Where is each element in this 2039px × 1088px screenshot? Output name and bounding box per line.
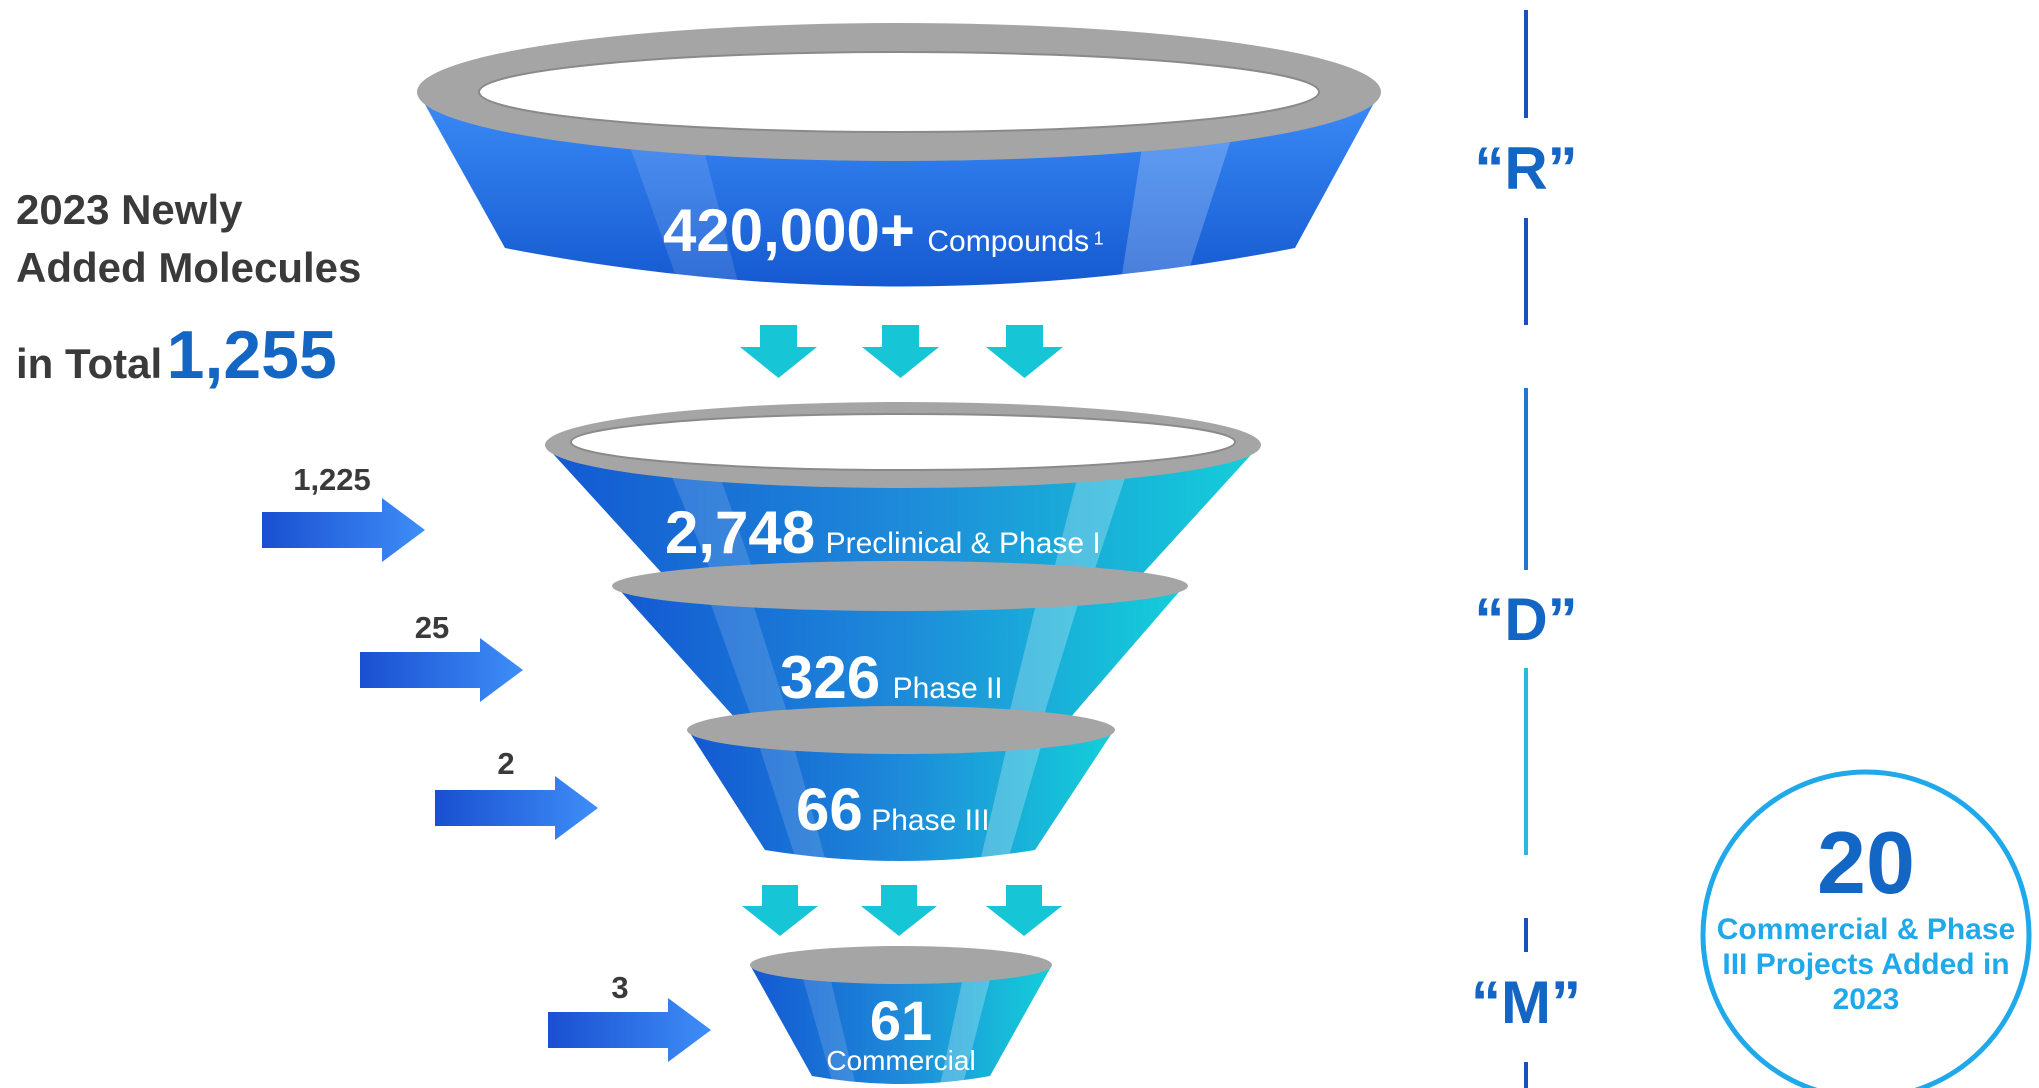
stage-compounds-label: Compounds bbox=[927, 225, 1090, 258]
down-arrow-icon bbox=[740, 325, 817, 378]
stage-preclinical-value: 2,748 bbox=[665, 499, 816, 566]
funnel-stage-commercial bbox=[750, 946, 1052, 1085]
badge-number: 20 bbox=[1817, 813, 1915, 912]
header-total-number: 1,255 bbox=[166, 317, 337, 393]
stage-compounds-text: 420,000+ Compounds 1 bbox=[663, 196, 1104, 265]
stage-compounds-value: 420,000+ bbox=[663, 197, 915, 264]
down-arrows-top bbox=[740, 325, 1063, 378]
inflow-arrow-commercial bbox=[548, 998, 711, 1062]
funnel-stage-phase3 bbox=[687, 706, 1115, 862]
header-line-2: Added Molecules bbox=[16, 244, 362, 291]
stage-commercial-label: Commercial bbox=[826, 1045, 976, 1076]
badge-circle bbox=[1700, 769, 2032, 1088]
header-total-prefix: in Total bbox=[16, 340, 163, 387]
header-total-row: in Total 1,255 bbox=[16, 316, 337, 394]
funnel-stage-preclinical bbox=[545, 402, 1261, 595]
inflow-arrow-preclinical bbox=[262, 498, 425, 562]
segment-d-label: “D” bbox=[1474, 586, 1578, 653]
down-arrow-icon bbox=[862, 325, 939, 378]
stage-commercial-value: 61 bbox=[869, 989, 933, 1052]
header-line-1: 2023 Newly bbox=[16, 186, 243, 233]
stage-phase2-value: 326 bbox=[780, 644, 881, 711]
badge-text: Commercial & Phase III Projects Added in… bbox=[1716, 913, 2016, 1016]
stage-preclinical-label: Preclinical & Phase I bbox=[825, 527, 1101, 560]
stage-phase2-text: 326 Phase II bbox=[780, 643, 1003, 712]
down-arrow-icon bbox=[861, 885, 937, 936]
stage-phase3-text: 66 Phase III bbox=[796, 775, 990, 844]
inflow-phase3-value: 2 bbox=[497, 746, 515, 781]
funnel-stage-compounds bbox=[417, 23, 1381, 290]
inflow-commercial-value: 3 bbox=[611, 970, 629, 1005]
stage-phase3-value: 66 bbox=[796, 776, 863, 843]
stage-preclinical-text: 2,748 Preclinical & Phase I bbox=[665, 498, 1101, 567]
inflow-arrow-phase3 bbox=[435, 776, 598, 840]
inflow-preclinical-value: 1,225 bbox=[293, 462, 371, 497]
segment-m-label: “M” bbox=[1471, 969, 1581, 1036]
inflow-phase2-value: 25 bbox=[414, 610, 450, 645]
stage-compounds-footnote: 1 bbox=[1093, 228, 1104, 249]
funnel-stage-phase2 bbox=[612, 561, 1188, 730]
inflow-arrow-phase2 bbox=[360, 638, 523, 702]
down-arrow-icon bbox=[742, 885, 818, 936]
segment-r-label: “R” bbox=[1474, 135, 1578, 202]
down-arrows-bottom bbox=[742, 885, 1062, 936]
stage-phase3-label: Phase III bbox=[871, 804, 990, 837]
stage-phase2-label: Phase II bbox=[892, 672, 1003, 705]
down-arrow-icon bbox=[986, 325, 1063, 378]
down-arrow-icon bbox=[986, 885, 1062, 936]
